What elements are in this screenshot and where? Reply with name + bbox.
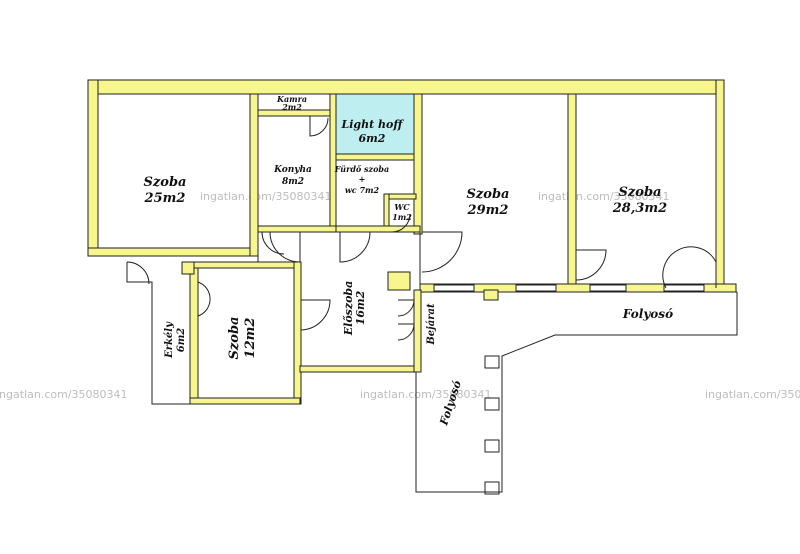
wall-szoba2-left — [413, 93, 423, 235]
label-konyha-name: Konyha — [273, 165, 312, 175]
label-furdo-wc: wc 7m2 — [345, 185, 380, 195]
label-folyoso-horizontal: Folyosó — [622, 307, 673, 321]
label-szoba4-area: 12m2 — [243, 318, 258, 359]
label-erkely-area: 6m2 — [176, 328, 187, 353]
wall-szoba4-right — [293, 261, 302, 405]
label-szoba4-name: Szoba — [227, 317, 242, 360]
wall-konyha-right — [329, 93, 337, 231]
wall-eloszoba-bottom — [299, 365, 421, 373]
corridor-column — [484, 481, 500, 495]
label-lighthoff-area: 6m2 — [359, 132, 386, 145]
pillar-small — [181, 261, 195, 275]
door-kamra — [309, 116, 329, 137]
pillar-corridor — [483, 289, 499, 301]
label-szoba1-area: 25m2 — [144, 191, 186, 206]
pillar — [387, 271, 411, 291]
wall-szoba4-top — [189, 261, 301, 269]
label-furdo-name: Fürdő szoba — [334, 164, 389, 174]
corridor-column — [484, 355, 500, 369]
window — [663, 284, 705, 292]
wall-szoba4-left — [189, 261, 199, 405]
window — [589, 284, 627, 292]
lighthoff-area — [335, 93, 415, 155]
wall-konyha-bottom — [257, 225, 339, 233]
label-bejarat: Bejárat — [426, 303, 437, 346]
wall-lighthoff-bottom — [335, 153, 417, 161]
label-wc-name: WC — [394, 202, 410, 212]
balcony-door-swing — [126, 261, 150, 285]
label-szoba2-area: 29m2 — [467, 203, 509, 218]
corridor-column — [484, 397, 500, 411]
wall-wc-left — [383, 193, 390, 231]
door-entrance-1 — [397, 299, 415, 317]
door-wc — [391, 213, 411, 233]
wall-top — [87, 79, 721, 95]
wall-eloszoba-right — [413, 289, 422, 373]
door-balcony — [197, 281, 211, 317]
label-eloszoba-name: Előszoba — [342, 281, 355, 337]
label-eloszoba-area: 16m2 — [354, 290, 367, 325]
wall-szoba1-bottom — [87, 247, 257, 257]
door-szoba4 — [300, 299, 331, 331]
wall-furdo-bottom — [335, 225, 421, 233]
label-furdo-plus: + — [359, 174, 366, 184]
watermark: ingatlan.com/35080341 — [360, 388, 492, 401]
label-szoba1-name: Szoba — [144, 175, 187, 190]
walls — [87, 79, 737, 405]
corridor-column — [484, 439, 500, 453]
label-szoba3-area: 28,3m2 — [612, 201, 667, 216]
window — [433, 284, 475, 292]
door-konyha — [269, 231, 301, 263]
label-szoba3-name: Szoba — [619, 185, 662, 200]
door-konyha-2 — [261, 231, 285, 255]
watermark: ingatlan.com/35080341 — [705, 388, 800, 401]
door-furdo — [339, 231, 371, 263]
label-erkely-name: Erkély — [164, 321, 175, 359]
label-lighthoff-name: Light hoff — [341, 118, 405, 131]
door-szoba3-2 — [662, 246, 717, 289]
label-wc-area: 1m2 — [392, 212, 412, 222]
wall-right — [715, 79, 725, 293]
watermark: ingatlan.com/35080341 — [0, 388, 128, 401]
room-labels: Szoba 25m2 Kamra 2m2 Light hoff 6m2 Kony… — [144, 94, 674, 428]
label-kamra-name: Kamra — [276, 94, 307, 104]
corridor-outline — [415, 289, 738, 493]
window — [515, 284, 557, 292]
windows — [433, 284, 705, 292]
door-szoba2 — [421, 231, 463, 273]
door-szoba3 — [575, 249, 607, 281]
label-konyha-area: 8m2 — [282, 177, 304, 187]
label-folyoso-vertical: Folyosó — [437, 379, 464, 428]
door-entrance-2 — [397, 323, 415, 341]
doors — [197, 116, 717, 341]
wall-left — [87, 79, 99, 257]
wall-szoba4-bottom — [189, 397, 301, 405]
label-kamra-area: 2m2 — [281, 102, 302, 112]
wall-szoba1-right — [249, 93, 259, 257]
watermark: ingatlan.com/35080341 — [200, 190, 332, 203]
wall-szoba2-right — [567, 93, 577, 289]
label-szoba2-name: Szoba — [467, 187, 510, 202]
